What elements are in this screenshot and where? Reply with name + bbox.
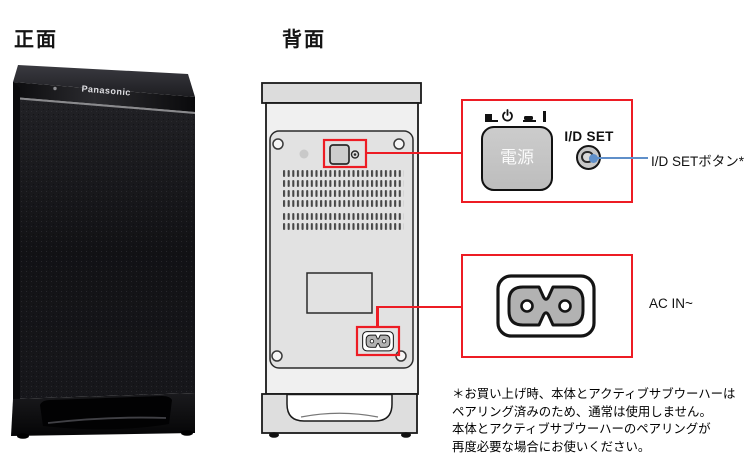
power-button-enlarged: 電源 — [481, 126, 553, 191]
rating-label-plate — [306, 272, 373, 314]
power-standby-icon — [502, 109, 513, 122]
ac-callout-line-vertical — [376, 306, 379, 328]
front-top-bezel — [13, 82, 195, 112]
id-set-annotation: I/D SETボタン* — [651, 154, 745, 169]
power-callout-line — [365, 151, 462, 154]
switch-pressed-icon — [485, 110, 498, 122]
footnote-line: 本体とアクティブサブウーハーのペアリングが — [452, 422, 711, 436]
subwoofer-rear-diagram — [261, 82, 422, 438]
rear-foot-right — [401, 432, 411, 438]
footnote-line: ペアリング済みのため、通常は使用しません。 — [452, 404, 712, 419]
cabinet-left-edge — [13, 82, 20, 401]
bass-port-opening — [40, 396, 172, 430]
footnote: ＊お買い上げ時、本体とアクティブサブウーハーは ペアリング済みのため、通常は使用… — [452, 386, 735, 456]
power-on-icon — [543, 111, 546, 122]
power-switch — [329, 144, 350, 165]
rear-section-label: 背面 — [282, 29, 326, 51]
id-set-label: I/D SET — [564, 129, 614, 144]
front-foot-left — [17, 433, 29, 439]
panel-knockout — [299, 149, 309, 159]
subwoofer-front-photo: Panasonic — [11, 65, 195, 439]
rear-foot-left — [269, 432, 279, 438]
front-foot-right — [181, 430, 193, 436]
cabinet-top-face — [13, 65, 195, 97]
front-section-label: 正面 — [14, 29, 58, 51]
footnote-line: ＊お買い上げ時、本体とアクティブサブウーハーは — [452, 387, 736, 401]
vent-grid-upper — [283, 170, 404, 207]
screw-top-left — [272, 138, 284, 150]
brand-logo-text: Panasonic — [81, 83, 131, 97]
handle-grip-curve — [300, 412, 379, 418]
ac-inlet-enlarged — [496, 274, 596, 338]
id-set-pointer-line — [592, 156, 648, 160]
status-led — [53, 86, 57, 91]
switch-released-icon — [523, 110, 536, 122]
screw-top-right — [393, 138, 405, 150]
bezel-edge-highlight — [13, 97, 195, 115]
vent-grid-lower — [283, 213, 404, 231]
ac-inlet-small — [362, 331, 394, 352]
grille-texture — [13, 99, 195, 399]
switch-position-symbols — [485, 109, 546, 122]
id-set-pointer-dot — [588, 153, 598, 163]
footnote-line: 再度必要な場合にお使いください。 — [452, 439, 651, 454]
port-lip-highlight — [47, 416, 167, 424]
rear-top-cap — [261, 82, 422, 104]
screw-bottom-left — [271, 350, 283, 362]
ac-in-annotation: AC IN~ — [649, 296, 693, 311]
ac-callout-line-horizontal — [376, 305, 463, 308]
id-set-button-center — [353, 153, 357, 156]
